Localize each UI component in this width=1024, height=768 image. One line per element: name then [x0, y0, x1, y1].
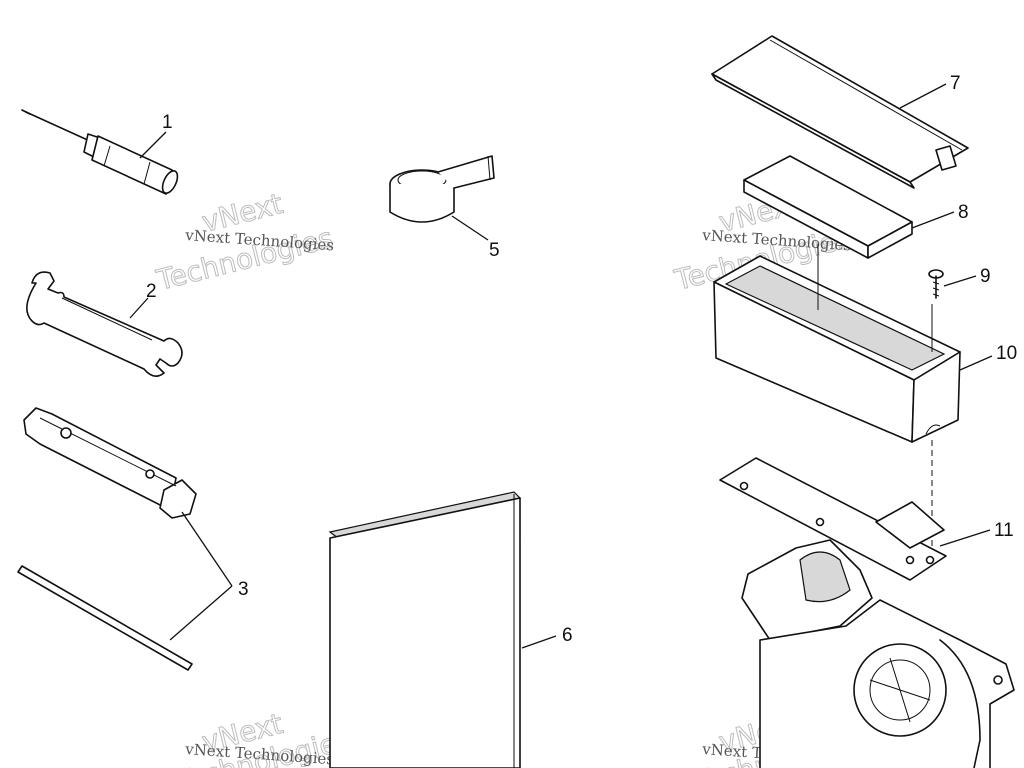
screw-part: [928, 269, 944, 299]
callout-11: 11: [939, 520, 1014, 547]
callout-label: 6: [562, 625, 573, 646]
callout-5: 5: [451, 215, 500, 261]
manual-part: [328, 491, 522, 768]
callout-3: 3: [169, 511, 249, 641]
callout-10: 10: [959, 343, 1017, 371]
socket-wrench-part: [23, 407, 197, 519]
callout-label: 8: [958, 202, 969, 223]
callout-label: 7: [950, 73, 961, 94]
callout-1: 1: [139, 112, 173, 159]
watermark-top-left: vNext Technologies vNext Technologies: [152, 186, 336, 297]
callout-8: 8: [911, 202, 969, 229]
wrench-part: [26, 271, 183, 377]
screwdriver-part: [21, 109, 179, 195]
callout-label: 10: [996, 343, 1017, 364]
watermark-bottom-left: vNext Technologies vNext Technologies: [170, 706, 354, 768]
tommy-bar-part: [17, 565, 193, 671]
callout-2: 2: [129, 281, 157, 319]
callout-label: 3: [238, 579, 249, 600]
callout-label: 1: [162, 112, 173, 133]
callout-label: 5: [489, 240, 500, 261]
callout-label: 2: [146, 281, 157, 302]
toolbox-tray-part: [713, 244, 961, 443]
callout-7: 7: [899, 73, 961, 109]
bracket-housing-part: [719, 440, 1015, 768]
tape-roll-part: [389, 155, 495, 223]
callout-9: 9: [943, 266, 991, 287]
foam-pad-part: [743, 155, 913, 259]
toolbox-lid-part: [711, 35, 969, 189]
callout-6: 6: [521, 625, 573, 649]
callout-label: 11: [994, 520, 1014, 541]
callout-label: 9: [980, 266, 991, 287]
